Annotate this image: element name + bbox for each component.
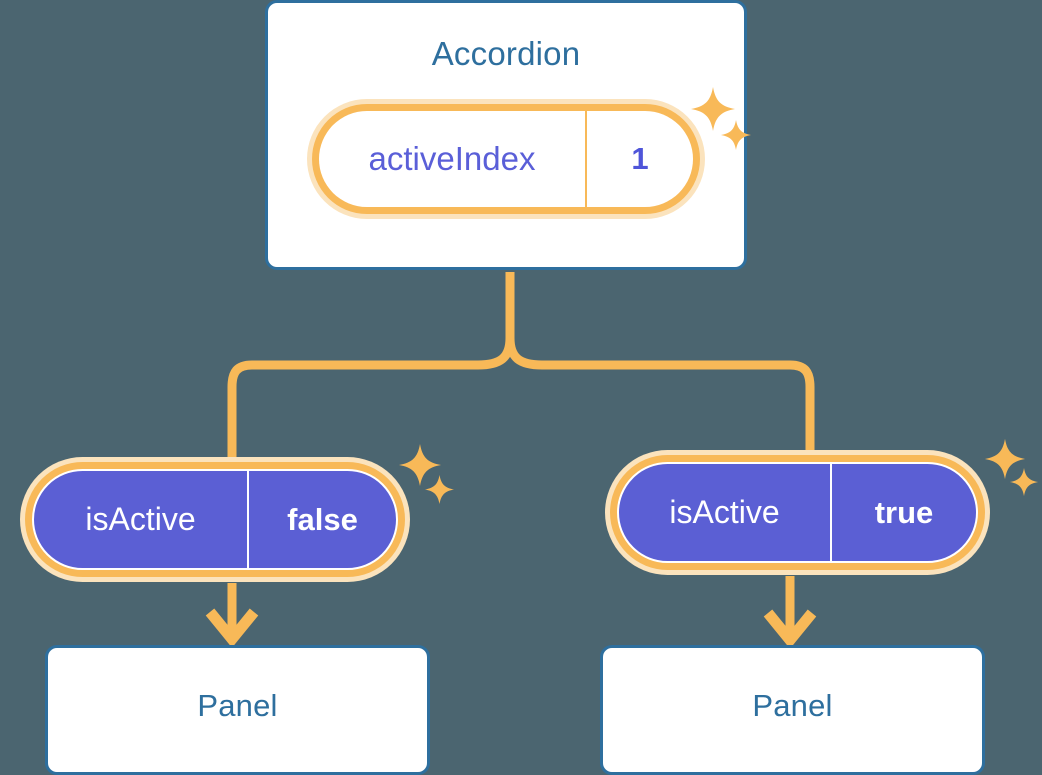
state-pill-value: false (287, 501, 358, 537)
state-pill-isactive-left[interactable]: isActive false (20, 457, 410, 582)
state-pill-highlight-ring: isActive false (25, 462, 405, 577)
arrow-down-icon-right (763, 576, 817, 649)
state-pill-key: activeIndex (319, 111, 587, 207)
state-pill-body: isActive true (617, 462, 978, 563)
component-title: Panel (197, 688, 278, 723)
state-pill-body: isActive false (32, 469, 398, 570)
component-title: Panel (752, 688, 833, 723)
state-pill-highlight-ring: activeIndex 1 (312, 104, 700, 214)
state-pill-value: true (874, 494, 934, 530)
state-pill-highlight-ring: isActive true (610, 455, 985, 570)
state-pill-activeindex[interactable]: activeIndex 1 (307, 99, 705, 219)
state-pill-body: activeIndex 1 (319, 111, 693, 207)
component-box-panel-right[interactable]: Panel (600, 645, 985, 775)
state-pill-isactive-right[interactable]: isActive true (605, 450, 990, 575)
arrow-down-icon-left (205, 583, 259, 648)
state-pill-value: 1 (631, 141, 649, 176)
state-pill-key: isActive (619, 464, 832, 561)
connector-branch-right (505, 337, 815, 452)
component-box-panel-left[interactable]: Panel (45, 645, 430, 775)
connector-branch-left (227, 337, 515, 459)
component-title: Accordion (431, 35, 581, 72)
state-pill-key: isActive (34, 471, 249, 568)
